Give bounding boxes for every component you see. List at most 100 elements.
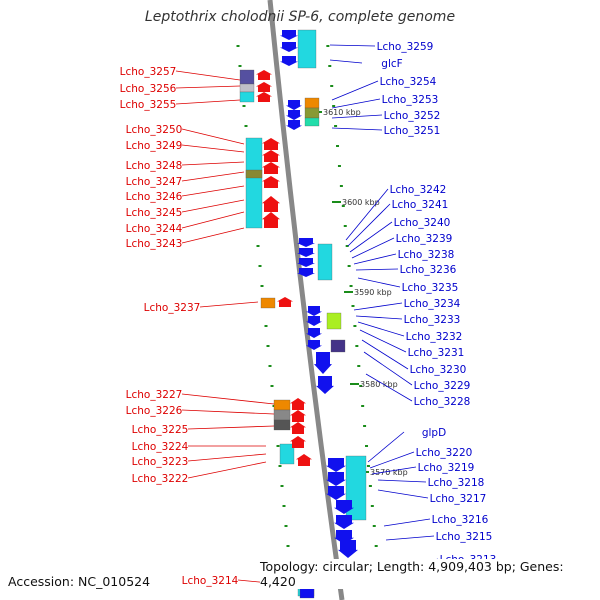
gene-box-teal (304, 117, 320, 127)
dotted-track-mark (330, 85, 334, 87)
dotted-track-mark (270, 385, 274, 387)
right-leader-line (347, 203, 391, 247)
left-gene-label-lcho-3237: Lcho_3237 (144, 302, 201, 314)
left-leader-line (181, 128, 245, 145)
gene-box-cyan (317, 243, 333, 281)
dotted-track-mark (266, 345, 270, 347)
right-gene-label-lcho-3254: Lcho_3254 (380, 76, 437, 88)
dotted-track-mark (357, 365, 361, 367)
scale-tick-mark (332, 201, 341, 203)
gene-box-cyan (297, 29, 317, 69)
reverse-gene-arrow (338, 540, 358, 558)
dotted-track-mark (328, 65, 332, 67)
forward-gene-arrow (290, 436, 306, 448)
gene-box-cyan (279, 443, 295, 465)
gene-box-olive (245, 169, 263, 179)
forward-gene-arrow (262, 196, 280, 212)
reverse-gene-arrow (306, 340, 322, 350)
right-gene-label-lcho-3215: Lcho_3215 (436, 531, 493, 543)
right-gene-label-lcho-3259: Lcho_3259 (377, 41, 434, 53)
right-leader-line (355, 315, 403, 320)
forward-gene-arrow (256, 92, 272, 102)
genome-backbone (267, 0, 345, 600)
right-leader-line (345, 188, 389, 241)
left-leader-line (181, 161, 245, 166)
dotted-track-mark (256, 245, 260, 247)
dotted-track-mark (347, 265, 351, 267)
dotted-track-mark (351, 305, 355, 307)
scale-label-3: 3580 kbp (360, 380, 398, 389)
right-gene-label-glpd: glpD (422, 427, 446, 439)
reverse-gene-arrow (286, 120, 302, 130)
reverse-gene-arrow (280, 30, 298, 40)
forward-gene-arrow (262, 176, 280, 188)
left-leader-line (181, 227, 245, 244)
dotted-track-mark (355, 345, 359, 347)
right-gene-label-glcf: glcF (381, 58, 402, 70)
gene-box-grey (273, 409, 291, 421)
left-gene-label-lcho-3224: Lcho_3224 (132, 441, 189, 453)
reverse-gene-arrow (280, 42, 298, 52)
reverse-gene-arrow (306, 306, 322, 316)
forward-gene-arrow (262, 150, 280, 162)
dotted-track-mark (244, 125, 248, 127)
forward-gene-arrow (296, 454, 312, 466)
reverse-gene-arrow (280, 56, 298, 66)
dotted-track-mark (236, 45, 240, 47)
dotted-track-mark (334, 125, 338, 127)
left-gene-label-lcho-3223: Lcho_3223 (132, 456, 189, 468)
dotted-track-mark (326, 45, 330, 47)
right-leader-line (377, 489, 429, 499)
forward-gene-arrow (290, 422, 306, 434)
gene-box-blue (299, 587, 315, 599)
forward-gene-arrow (290, 398, 306, 410)
right-gene-label-lcho-3240: Lcho_3240 (394, 217, 451, 229)
left-gene-label-lcho-3227: Lcho_3227 (126, 389, 183, 401)
dotted-track-mark (366, 465, 370, 467)
right-leader-line (365, 373, 413, 402)
dotted-track-mark (242, 105, 246, 107)
right-leader-line (353, 302, 403, 311)
reverse-gene-arrow (326, 458, 346, 472)
right-gene-label-lcho-3228: Lcho_3228 (414, 396, 471, 408)
dotted-track-mark (284, 525, 288, 527)
left-gene-label-lcho-3226: Lcho_3226 (126, 405, 183, 417)
dotted-track-mark (336, 145, 340, 147)
dotted-track-mark (353, 325, 357, 327)
dotted-track-mark (359, 385, 363, 387)
reverse-gene-arrow (334, 515, 354, 529)
left-leader-line (187, 453, 267, 462)
left-leader-line (181, 409, 275, 415)
right-leader-line (357, 277, 401, 288)
forward-gene-arrow (262, 162, 280, 174)
dotted-track-mark (280, 485, 284, 487)
right-gene-label-lcho-3242: Lcho_3242 (390, 184, 447, 196)
forward-gene-arrow (277, 297, 293, 307)
right-leader-line (353, 253, 397, 265)
dotted-track-mark (238, 65, 242, 67)
right-gene-label-lcho-3231: Lcho_3231 (408, 347, 465, 359)
reverse-gene-arrow (334, 500, 354, 514)
dotted-track-mark (264, 325, 268, 327)
forward-gene-arrow (262, 212, 280, 228)
right-leader-line (331, 114, 383, 119)
right-gene-label-lcho-3252: Lcho_3252 (384, 110, 441, 122)
right-leader-line (361, 339, 409, 370)
dotted-track-mark (343, 225, 347, 227)
right-gene-label-lcho-3253: Lcho_3253 (382, 94, 439, 106)
right-gene-label-lcho-3229: Lcho_3229 (414, 380, 471, 392)
map-title: Leptothrix cholodnii SP-6, complete geno… (144, 9, 456, 25)
right-leader-line (331, 98, 381, 109)
left-leader-line (175, 70, 241, 81)
right-gene-label-lcho-3216: Lcho_3216 (432, 514, 489, 526)
left-leader-line (175, 99, 241, 105)
left-gene-label-lcho-3248: Lcho_3248 (126, 160, 183, 172)
right-leader-line (369, 451, 415, 469)
right-leader-line (357, 321, 405, 337)
dotted-track-mark (341, 205, 345, 207)
right-leader-line (331, 80, 379, 101)
right-leader-line (385, 535, 435, 541)
left-leader-line (181, 393, 275, 405)
dotted-track-mark (276, 445, 280, 447)
right-leader-line (329, 44, 376, 47)
